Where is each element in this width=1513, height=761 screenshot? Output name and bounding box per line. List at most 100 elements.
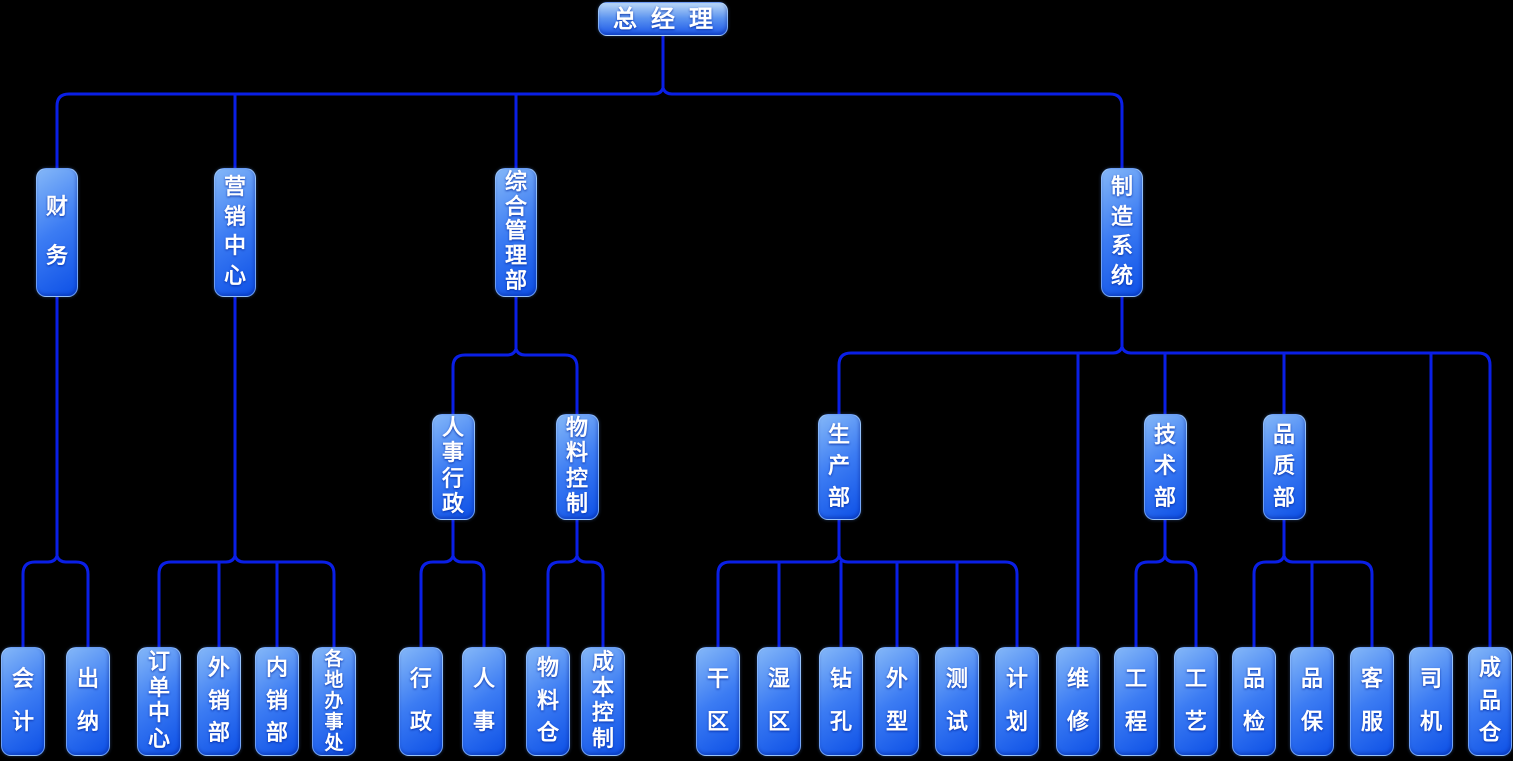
label-char: 仓 [1478,720,1501,746]
label-char: 湿 [767,667,790,692]
label-char: 人 [441,416,464,442]
org-node-export-sales: 外销部 [197,647,241,756]
label-char: 保 [1300,710,1323,735]
connector-path [837,345,1492,649]
org-node-dry-area: 干区 [696,647,740,756]
connector-path [1134,554,1198,649]
label-char: 部 [827,485,850,511]
label-char: 销 [207,688,230,714]
label-char: 事 [441,441,464,467]
label-char: 测 [945,667,968,692]
org-node-testing: 测试 [935,647,979,756]
label-char: 事 [472,710,495,735]
label-char: 孔 [829,710,852,735]
label-char: 地 [324,669,344,691]
label-char: 单 [147,675,170,701]
org-node-driver: 司机 [1409,647,1453,756]
label-char: 财 [45,194,68,220]
label-char: 行 [441,466,464,492]
label-char: 品 [1242,667,1265,692]
org-node-customer-service: 客服 [1350,647,1394,756]
label-char: 心 [147,727,170,753]
label-char: 事 [324,711,344,733]
org-node-profiling: 外型 [875,647,919,756]
label-char: 理 [504,244,527,270]
org-node-process: 工艺 [1174,647,1218,756]
label-char: 客 [1360,667,1383,692]
label-char: 物 [536,656,559,682]
label-char: 外 [207,656,230,682]
connector-path [1252,554,1374,649]
org-node-order-center: 订单中心 [137,647,181,756]
label-char: 统 [1110,264,1133,290]
label-char: 程 [1124,710,1147,735]
org-node-quality-dept: 品质部 [1262,414,1306,520]
label-char: 技 [1153,422,1176,448]
label-char: 品 [1300,667,1323,692]
label-char: 中 [147,701,170,727]
label-char: 钻 [829,667,852,692]
label-char: 机 [1419,710,1442,735]
label-char: 产 [827,454,850,479]
label-char: 计 [11,710,34,735]
connector-path [419,554,486,649]
label-char: 出 [76,667,99,692]
label-char: 型 [885,710,908,735]
connector-path [451,347,579,416]
label-char: 物 [565,416,588,442]
label-char: 中 [223,234,246,260]
label-char: 营 [223,174,246,200]
label-char: 心 [223,264,246,290]
org-node-personnel: 人事 [462,647,506,756]
label-char: 部 [504,269,527,295]
label-char: 区 [767,710,790,735]
label-char: 总 [613,5,637,33]
label-char: 品 [1272,422,1295,448]
label-char: 计 [1005,667,1028,692]
org-node-production-dept: 生产部 [817,414,861,520]
label-char: 质 [1272,454,1295,479]
org-node-technical-dept: 技术部 [1143,414,1187,520]
label-char: 订 [147,649,170,675]
org-node-root: 总经理 [598,2,728,36]
label-char: 务 [45,244,68,270]
org-node-domestic-sales: 内销部 [255,647,299,756]
label-char: 销 [223,204,246,230]
connector-path [157,554,336,649]
label-char: 料 [536,688,559,714]
label-char: 工 [1184,667,1207,692]
org-node-regional-offices: 各地办事处 [312,647,356,756]
label-char: 综 [504,169,527,195]
org-node-material-warehouse: 物料仓 [526,647,570,756]
label-char: 会 [11,667,34,692]
label-char: 修 [1066,710,1089,735]
label-char: 控 [565,466,588,492]
org-node-admin: 行政 [399,647,443,756]
label-char: 处 [324,732,344,754]
org-node-marketing-center: 营销中心 [214,168,256,297]
label-char: 办 [324,690,344,712]
label-char: 艺 [1184,710,1207,735]
label-char: 区 [706,710,729,735]
label-char: 控 [591,701,614,727]
label-char: 品 [1478,688,1501,714]
label-char: 试 [945,710,968,735]
label-char: 生 [827,422,850,448]
label-char: 外 [885,667,908,692]
label-char: 干 [706,667,729,692]
org-node-hr-admin: 人事行政 [431,414,475,520]
label-char: 成 [591,649,614,675]
org-node-material-control: 物料控制 [555,414,599,520]
label-char: 成 [1478,656,1501,682]
label-char: 划 [1005,710,1028,735]
label-char: 政 [441,491,464,517]
org-node-manufacturing-system: 制造系统 [1101,168,1143,297]
label-char: 部 [265,720,288,746]
org-node-drilling: 钻孔 [819,647,863,756]
org-node-quality-assurance: 品保 [1290,647,1334,756]
label-char: 维 [1066,667,1089,692]
org-node-accounting: 会计 [1,647,45,756]
label-char: 制 [591,727,614,753]
